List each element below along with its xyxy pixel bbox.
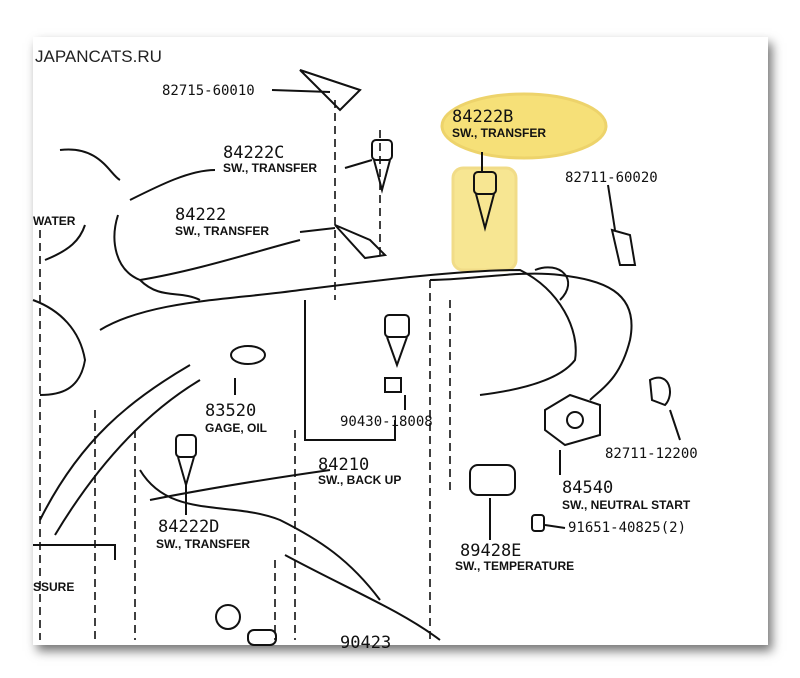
switch-89428e-icon xyxy=(469,464,516,496)
part-name: SW., TRANSFER xyxy=(156,537,250,551)
part-name: SW., BACK UP xyxy=(318,473,401,487)
part-name: GAGE, OIL xyxy=(205,421,267,435)
transmission-outline xyxy=(32,69,633,641)
label-fragment-water: WATER xyxy=(33,214,76,228)
part-number: 84222B xyxy=(452,107,513,127)
part-number: 84210 xyxy=(318,455,369,475)
plug-90423-icon xyxy=(215,604,277,646)
part-number: 91651-40825(2) xyxy=(568,520,686,536)
part-number: 84222 xyxy=(175,205,226,225)
diagram-paper xyxy=(33,37,768,645)
highlight-part-84222b xyxy=(451,166,518,272)
bolt-91651-icon xyxy=(531,514,545,532)
gage-83520-icon xyxy=(230,345,266,365)
switch-84222d-icon xyxy=(175,434,197,489)
part-name: SW., TRANSFER xyxy=(175,224,269,238)
clip-82711-60020-icon xyxy=(610,228,637,266)
switch-84222-main-icon xyxy=(384,314,410,368)
part-number: 90423 xyxy=(340,633,391,653)
switch-84222-icon xyxy=(334,224,388,260)
part-name: SW., TRANSFER xyxy=(223,161,317,175)
part-name: SW., TEMPERATURE xyxy=(455,559,574,573)
part-number: 89428E xyxy=(460,541,521,561)
part-number: 84540 xyxy=(562,478,613,498)
switch-84222b-icon xyxy=(473,171,497,232)
part-number: 82711-12200 xyxy=(605,446,698,462)
part-number: 90430-18008 xyxy=(340,414,433,430)
label-fragment-pressure: SSURE xyxy=(33,580,74,594)
highlight-label-84222b xyxy=(440,92,608,160)
part-number: 83520 xyxy=(205,401,256,421)
part-name: SW., NEUTRAL START xyxy=(562,498,691,512)
part-number: 82711-60020 xyxy=(565,170,658,186)
watermark: JAPANCATS.RU xyxy=(35,47,162,66)
nut-90430-icon xyxy=(384,377,402,393)
part-number: 82715-60010 xyxy=(162,83,255,99)
clip-82711-12200-icon xyxy=(648,376,671,407)
switch-84540-icon xyxy=(544,393,601,447)
switch-84222c-icon xyxy=(371,139,393,194)
part-number: 84222C xyxy=(223,143,284,163)
part-number: 84222D xyxy=(158,517,219,537)
part-name: SW., TRANSFER xyxy=(452,126,546,140)
